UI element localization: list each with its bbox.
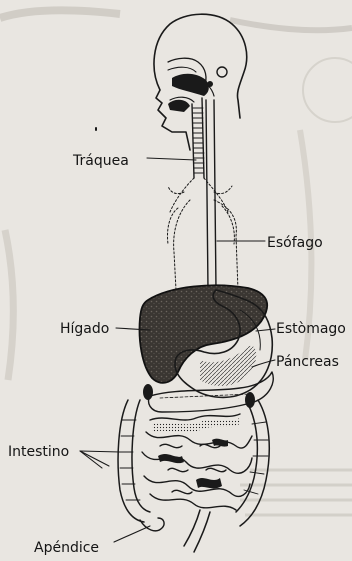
- apendice-leader: [114, 526, 150, 542]
- label-pancreas: Páncreas: [276, 354, 339, 370]
- label-higado: Hígado: [60, 321, 109, 337]
- label-esofago: Esófago: [267, 235, 323, 251]
- label-traquea: Tráquea: [72, 153, 129, 169]
- ear-icon: [217, 67, 227, 77]
- rectum: [184, 510, 210, 552]
- esophagus: [174, 100, 238, 290]
- label-apendice: Apéndice: [34, 540, 99, 556]
- stamp-mark: [303, 58, 352, 122]
- trachea-rings: [193, 108, 204, 173]
- intestine-shading: [152, 418, 240, 488]
- intestino-leader-1: [80, 451, 109, 466]
- label-estomago: Estòmago: [276, 321, 346, 337]
- estomago-leader: [256, 329, 275, 331]
- intestino-leader-3: [80, 451, 102, 468]
- intestino-leader-2: [80, 451, 120, 452]
- traquea-leader: [147, 158, 196, 160]
- label-intestino: Intestino: [8, 444, 69, 460]
